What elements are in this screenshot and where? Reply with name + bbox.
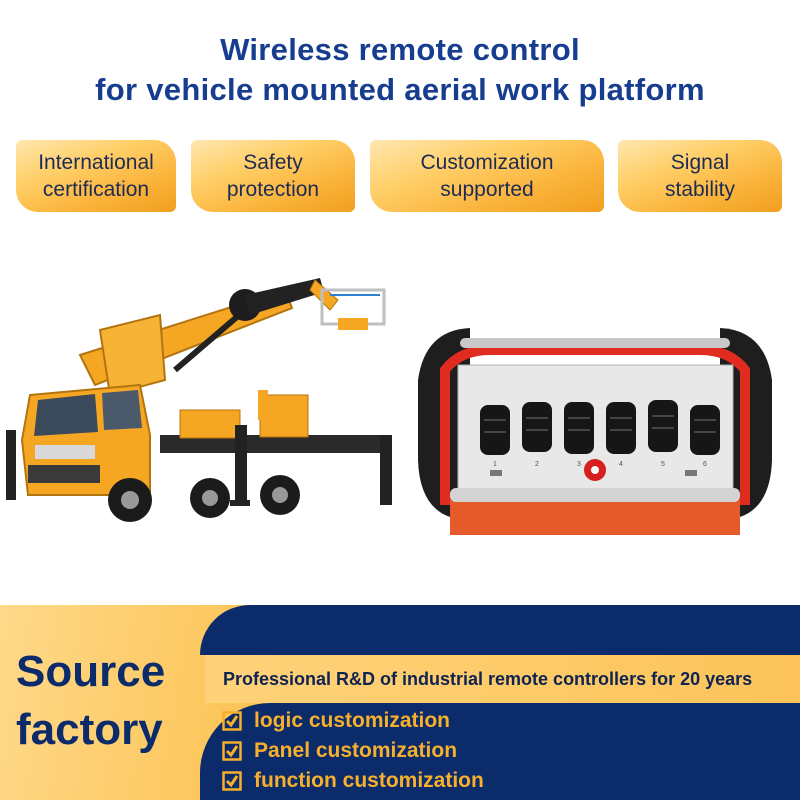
badge-label: supported xyxy=(440,178,534,201)
channel-number: 1 xyxy=(493,461,497,468)
feature-badge-safety: Safety protection xyxy=(191,140,355,212)
checkbox-icon xyxy=(222,741,242,761)
wireless-remote-controller-image: 1 2 3 4 5 6 xyxy=(418,328,772,535)
channel-number: 2 xyxy=(535,461,539,468)
title-line-2: for vehicle mounted aerial work platform xyxy=(95,72,705,107)
badge-label: Safety xyxy=(243,151,303,174)
feature-badge-customization: Customization supported xyxy=(370,140,604,212)
checkbox-icon xyxy=(222,771,242,791)
channel-number: 6 xyxy=(703,461,707,468)
badge-label: Customization xyxy=(420,151,554,174)
checklist-label: logic customization xyxy=(254,709,451,732)
badge-label: protection xyxy=(226,178,320,201)
aerial-platform-truck-image xyxy=(6,278,392,522)
title-line-1: Wireless remote control xyxy=(220,32,580,67)
checklist-label: function customization xyxy=(254,769,484,792)
badge-label: Signal xyxy=(670,151,730,174)
feature-badge-signal: Signal stability xyxy=(618,140,782,212)
feature-badge-certification: International certification xyxy=(16,140,176,212)
source-factory-banner: Source factory Professional R&D of indus… xyxy=(0,605,800,800)
tagline-text: Professional R&D of industrial remote co… xyxy=(223,668,753,689)
checklist-panel xyxy=(200,703,800,800)
customization-checklist: logic customization Panel customization … xyxy=(222,706,484,796)
badge-label: International xyxy=(38,151,154,174)
source-line-2: factory xyxy=(16,705,163,754)
banner-navy-accent xyxy=(200,605,800,655)
checklist-item: logic customization xyxy=(222,706,484,736)
badge-label: certification xyxy=(42,178,150,201)
source-line-1: Source xyxy=(16,647,166,696)
checkbox-icon xyxy=(222,711,242,731)
badge-label: stability xyxy=(664,178,736,201)
channel-number: 3 xyxy=(577,461,581,468)
checklist-item: Panel customization xyxy=(222,736,484,766)
source-factory-heading: Source factory xyxy=(16,643,165,759)
channel-number: 4 xyxy=(619,461,623,468)
checklist-label: Panel customization xyxy=(254,739,458,762)
page-title: Wireless remote control for vehicle moun… xyxy=(0,30,800,110)
checklist-item: function customization xyxy=(222,766,484,796)
tagline-strip: Professional R&D of industrial remote co… xyxy=(205,655,800,703)
channel-number: 5 xyxy=(661,461,665,468)
